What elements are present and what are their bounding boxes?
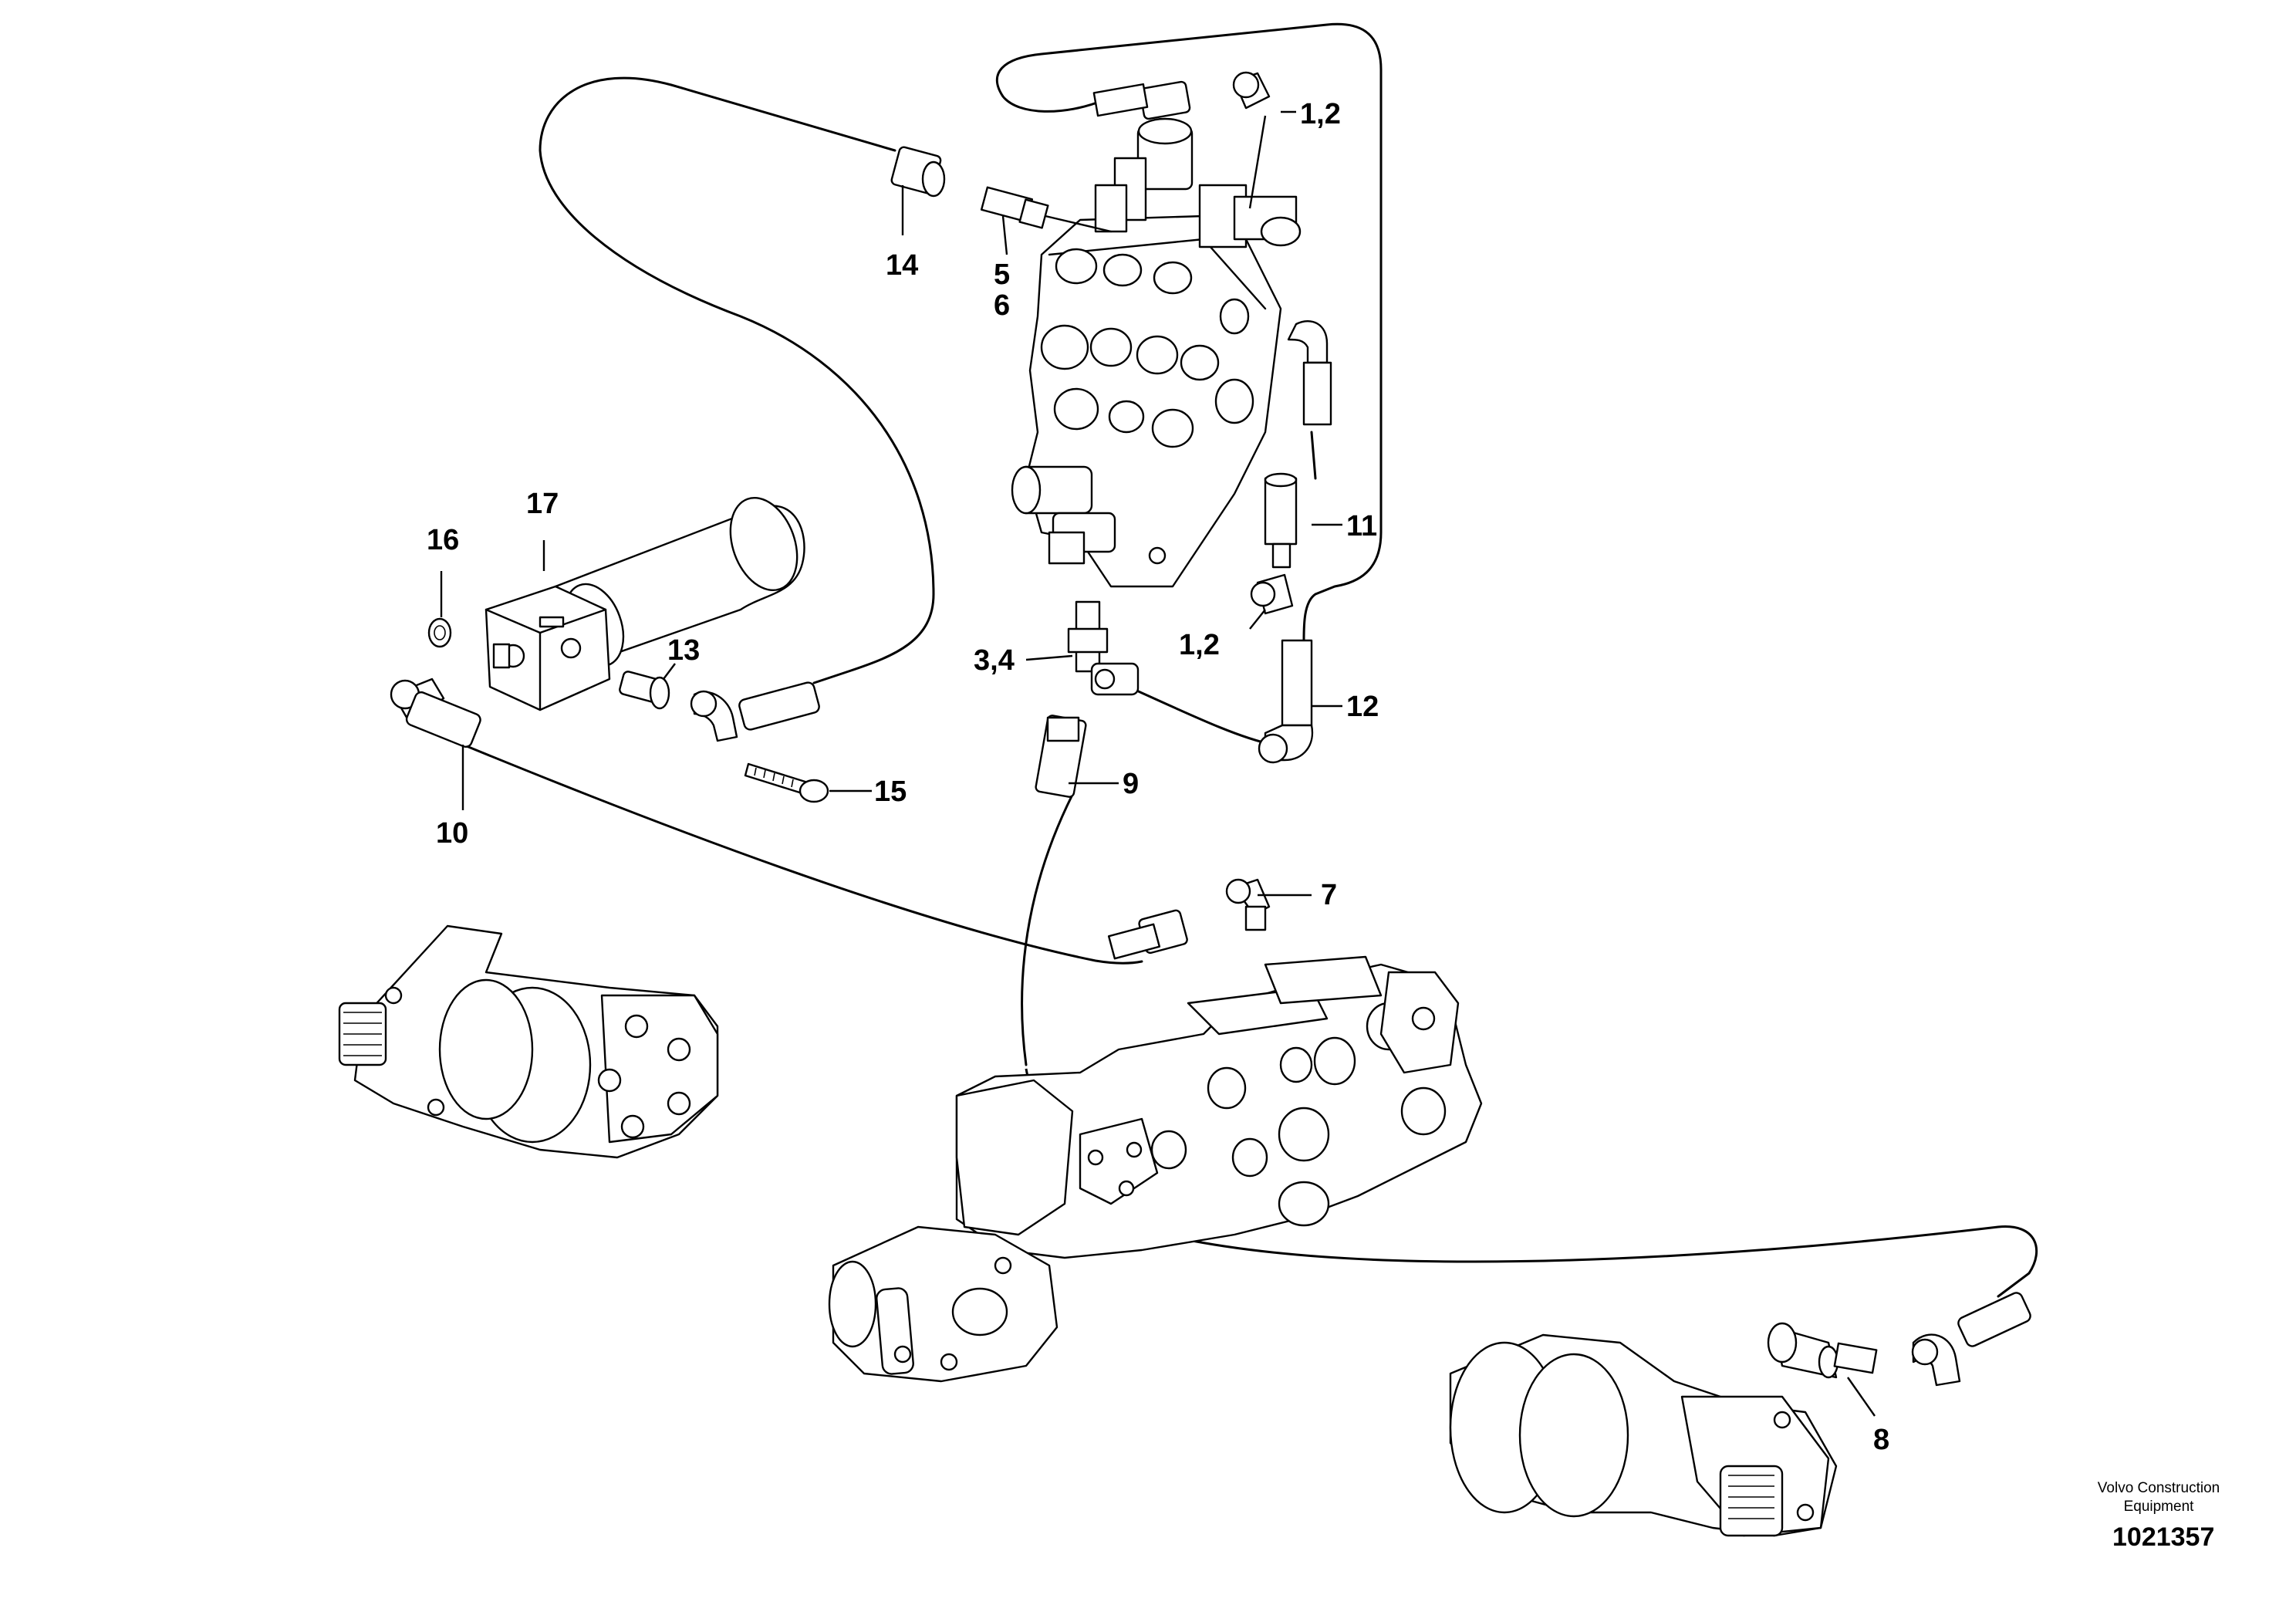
hose-8-line <box>1179 1225 2038 1298</box>
fitting-5-6 <box>980 186 1113 233</box>
fitting-14 <box>890 146 946 198</box>
callout-labels: 1,2 14 5 6 11 1,2 17 16 13 3,4 12 15 9 1… <box>427 98 1889 1456</box>
callout-10: 10 <box>436 817 468 850</box>
bolt-15 <box>744 762 829 803</box>
callout-11: 11 <box>1346 510 1377 542</box>
callout-3-4: 3,4 <box>974 644 1015 677</box>
fitting-13 <box>619 671 670 710</box>
publisher-line-1: Volvo Construction <box>2098 1480 2220 1496</box>
callout-13: 13 <box>667 634 700 667</box>
hose-left-loop <box>539 76 935 684</box>
fitting-7 <box>1107 878 1271 960</box>
document-number: 1021357 <box>2112 1522 2214 1552</box>
callout-1-2-top: 1,2 <box>1300 98 1341 130</box>
callout-6: 6 <box>994 289 1010 322</box>
callout-17: 17 <box>526 488 559 520</box>
fitting-1-2-mid <box>1250 573 1294 615</box>
callout-15: 15 <box>874 776 907 808</box>
hydraulic-pump <box>828 955 1483 1383</box>
publisher-line-2: Equipment <box>2124 1499 2195 1515</box>
callout-5: 5 <box>994 259 1010 291</box>
callout-12: 12 <box>1346 691 1379 723</box>
tee-3-4 <box>1067 600 1140 696</box>
hose-top-loop <box>995 22 1383 642</box>
hose-10-line <box>461 743 1143 965</box>
control-valve <box>1011 117 1302 588</box>
hose-10-fitting <box>390 678 481 748</box>
fitting-12 <box>1258 639 1314 764</box>
elbow-8-hose <box>1911 1292 2031 1387</box>
callout-8: 8 <box>1873 1424 1889 1456</box>
elbow-filter-hose <box>690 681 820 742</box>
filter-assembly-17 <box>485 496 805 711</box>
leader-lines <box>440 110 1876 1417</box>
elbow-right-valve <box>1287 320 1332 426</box>
plug-16 <box>427 617 452 648</box>
callout-14: 14 <box>886 249 918 282</box>
fitting-8 <box>1767 1322 1878 1379</box>
callout-1-2-mid: 1,2 <box>1179 629 1220 661</box>
fitting-11 <box>1264 472 1298 569</box>
hose-9-line <box>1021 793 1074 1066</box>
title-block: Volvo Construction Equipment 1021357 <box>2098 1480 2220 1552</box>
callout-16: 16 <box>427 524 459 556</box>
callout-9: 9 <box>1123 768 1139 800</box>
left-drive-motor <box>338 924 719 1159</box>
fitting-1-2-top <box>1092 71 1271 120</box>
callout-7: 7 <box>1321 879 1337 911</box>
fitting-9 <box>1035 715 1087 798</box>
right-drive-motor <box>1449 1333 1838 1537</box>
